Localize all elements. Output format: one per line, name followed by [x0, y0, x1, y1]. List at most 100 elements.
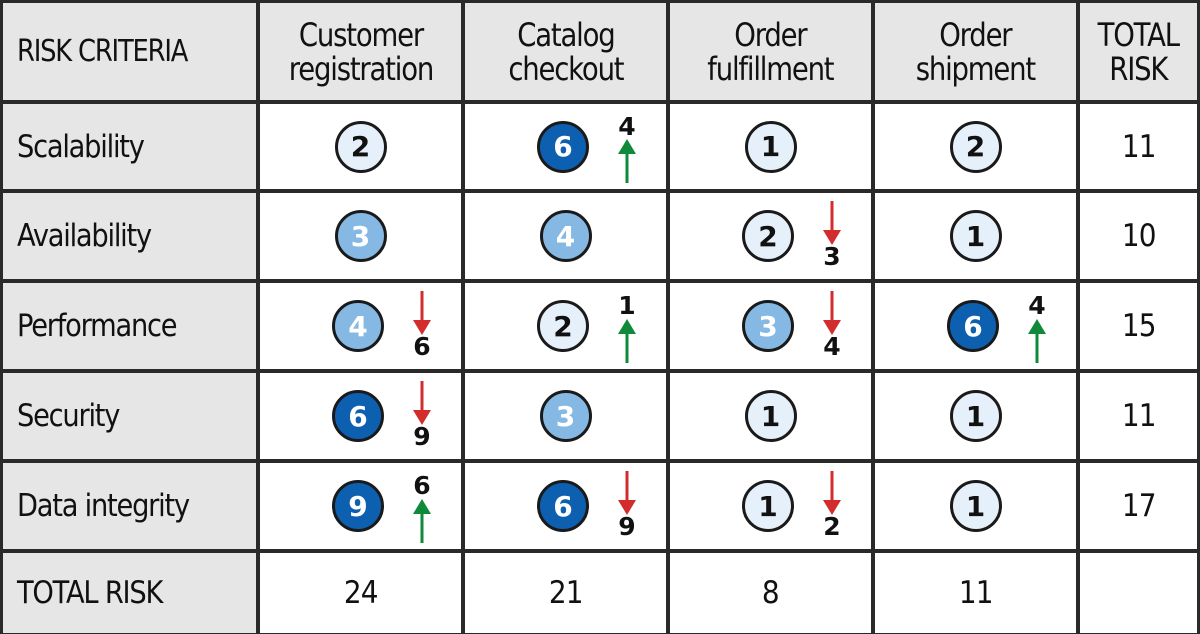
- risk-score-wrap: 1: [744, 120, 797, 173]
- column-total-value: 11: [958, 575, 994, 611]
- row-label-text: Scalability: [17, 128, 145, 165]
- risk-change-indicator: 4: [815, 283, 849, 369]
- risk-score-circle: 1: [949, 210, 1002, 262]
- risk-change-indicator: 4: [610, 104, 644, 189]
- previous-score: 4: [618, 112, 636, 141]
- row-total-cell: 11: [1080, 104, 1197, 189]
- row-label-text: Availability: [17, 218, 152, 254]
- total-risk-row-label: TOTAL RISK: [3, 553, 256, 633]
- risk-cell: 2: [260, 104, 461, 189]
- risk-cell: 3: [465, 373, 666, 459]
- previous-score: 6: [413, 471, 431, 500]
- arrow-down-icon: [413, 381, 431, 425]
- risk-cell: 1: [670, 104, 871, 189]
- risk-score-wrap: 6: [947, 300, 999, 352]
- arrow-up-icon: [413, 499, 431, 543]
- risk-score-wrap: 4: [539, 210, 592, 262]
- risk-change-indicator: 6: [405, 463, 439, 549]
- risk-score-circle: 1: [949, 480, 1002, 532]
- arrow-down-icon: [618, 471, 636, 515]
- risk-change-indicator: 4: [1020, 283, 1054, 369]
- row-total-value: 17: [1121, 488, 1157, 524]
- arrow-down-icon: [823, 291, 841, 335]
- row-total-value: 15: [1121, 308, 1157, 344]
- column-header-line2: checkout: [507, 49, 624, 88]
- column-header-line2: RISK: [1109, 49, 1169, 88]
- risk-score-circle: 1: [744, 390, 797, 442]
- column-header-line1: Catalog: [516, 15, 615, 54]
- row-label: Scalability: [3, 104, 256, 189]
- risk-change-indicator: 2: [815, 463, 849, 549]
- risk-cell: 3: [260, 193, 461, 279]
- risk-score-circle: 3: [334, 210, 387, 262]
- row-label: Security: [3, 373, 256, 459]
- row-total-value: 11: [1121, 398, 1157, 434]
- arrow-down-icon: [823, 201, 841, 245]
- row-label: Availability: [3, 193, 256, 279]
- risk-score-wrap: 1: [742, 480, 794, 532]
- row-label-text: Security: [17, 398, 120, 434]
- risk-score-wrap: 4: [332, 300, 384, 352]
- row-label-text: Data integrity: [17, 488, 190, 524]
- previous-score: 1: [618, 291, 636, 320]
- risk-change-indicator: 3: [815, 193, 849, 279]
- risk-change-indicator: 9: [610, 463, 644, 549]
- risk-score-circle: 9: [332, 480, 384, 532]
- column-header-line2: fulfillment: [707, 49, 834, 88]
- arrow-down-icon: [823, 471, 841, 515]
- column-header-line1: Order: [734, 15, 807, 54]
- row-total-value: 11: [1121, 128, 1157, 165]
- previous-score: 6: [413, 332, 431, 361]
- column-total-value: 8: [762, 575, 780, 611]
- risk-score-circle: 1: [742, 480, 794, 532]
- row-label: Data integrity: [3, 463, 256, 549]
- risk-score-circle: 2: [949, 120, 1002, 173]
- risk-score-wrap: 9: [332, 480, 384, 532]
- column-total-cell: [1080, 553, 1197, 633]
- arrow-up-icon: [618, 319, 636, 363]
- risk-cell: 1: [670, 373, 871, 459]
- row-total-cell: 15: [1080, 283, 1197, 369]
- row-total-cell: 11: [1080, 373, 1197, 459]
- risk-score-circle: 4: [539, 210, 592, 262]
- row-label-text: Performance: [17, 308, 178, 344]
- risk-cell: 4: [465, 193, 666, 279]
- column-total-value: 21: [548, 575, 584, 611]
- risk-score-wrap: 6: [537, 120, 589, 173]
- risk-cell: 2: [875, 104, 1076, 189]
- previous-score: 9: [413, 422, 431, 451]
- column-header-line2: shipment: [915, 49, 1036, 88]
- total-risk-row-label-text: TOTAL RISK: [17, 575, 163, 611]
- risk-score-wrap: 6: [332, 390, 384, 442]
- risk-cell: 1: [875, 463, 1076, 549]
- header-risk-criteria-label: RISK CRITERIA: [17, 34, 188, 69]
- previous-score: 9: [618, 512, 636, 541]
- arrow-up-icon: [618, 139, 636, 183]
- risk-change-indicator: 1: [610, 283, 644, 369]
- column-header-line2: registration: [288, 49, 434, 88]
- previous-score: 2: [823, 512, 841, 541]
- row-total-cell: 17: [1080, 463, 1197, 549]
- risk-score-circle: 3: [742, 300, 794, 352]
- risk-score-wrap: 3: [334, 210, 387, 262]
- risk-score-circle: 2: [742, 210, 794, 262]
- risk-score-wrap: 1: [744, 390, 797, 442]
- risk-score-wrap: 2: [537, 300, 589, 352]
- risk-score-circle: 1: [949, 390, 1002, 442]
- previous-score: 4: [1028, 291, 1046, 320]
